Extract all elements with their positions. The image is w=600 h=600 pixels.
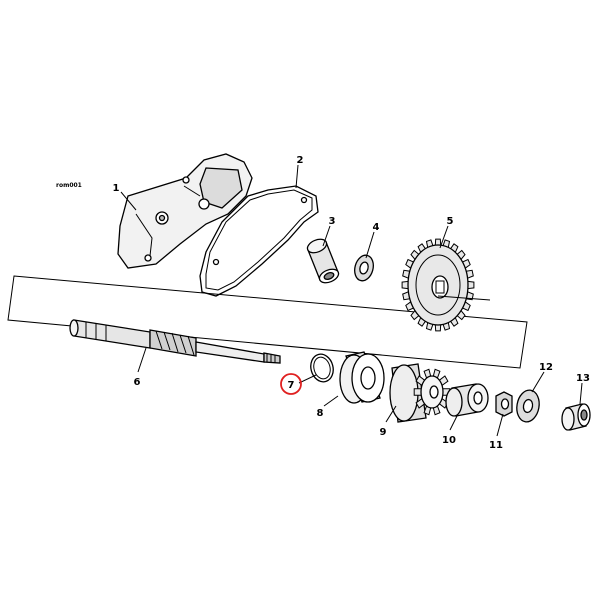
callout-8: 8 bbox=[317, 408, 324, 419]
gear-tooth bbox=[434, 324, 442, 332]
callout-1: 1 bbox=[113, 183, 120, 194]
callout-12: 12 bbox=[539, 362, 553, 373]
part-12-washer bbox=[516, 389, 540, 423]
callout-13: 13 bbox=[576, 373, 590, 384]
callout-2: 2 bbox=[297, 155, 304, 166]
highlight-ring bbox=[280, 373, 302, 395]
callout-6: 6 bbox=[134, 377, 141, 388]
part-8-collar bbox=[339, 351, 385, 404]
gear-tooth bbox=[413, 388, 422, 396]
part-2-gasket bbox=[199, 185, 319, 297]
assembly-outline bbox=[7, 275, 528, 369]
part-13-bearing bbox=[561, 403, 591, 431]
part-3-bearing bbox=[306, 238, 340, 284]
part-9-pinion bbox=[389, 363, 451, 423]
gear-tooth bbox=[401, 280, 409, 290]
callout-3: 3 bbox=[329, 216, 336, 227]
callout-labels: 1 2 3 4 5 6 7 8 9 10 11 12 13 bbox=[113, 155, 590, 451]
leader-lines bbox=[120, 164, 583, 437]
part-1-housing bbox=[117, 153, 253, 269]
callout-7: 7 bbox=[288, 380, 295, 391]
gear-tooth bbox=[467, 280, 475, 290]
part-6-shaft bbox=[69, 319, 281, 364]
part-7-snap-ring bbox=[310, 353, 334, 383]
part-5-gear bbox=[401, 238, 475, 332]
diagram-ref-code: rom001 bbox=[56, 182, 82, 189]
callout-10: 10 bbox=[442, 435, 456, 446]
callout-9: 9 bbox=[380, 427, 387, 438]
part-4-washer bbox=[354, 254, 374, 282]
part-11-nut bbox=[495, 391, 513, 417]
part-10-hub bbox=[445, 383, 489, 417]
callout-11: 11 bbox=[489, 440, 503, 451]
callout-4: 4 bbox=[373, 222, 380, 233]
gear-tooth bbox=[434, 238, 442, 246]
callout-5: 5 bbox=[447, 216, 454, 227]
